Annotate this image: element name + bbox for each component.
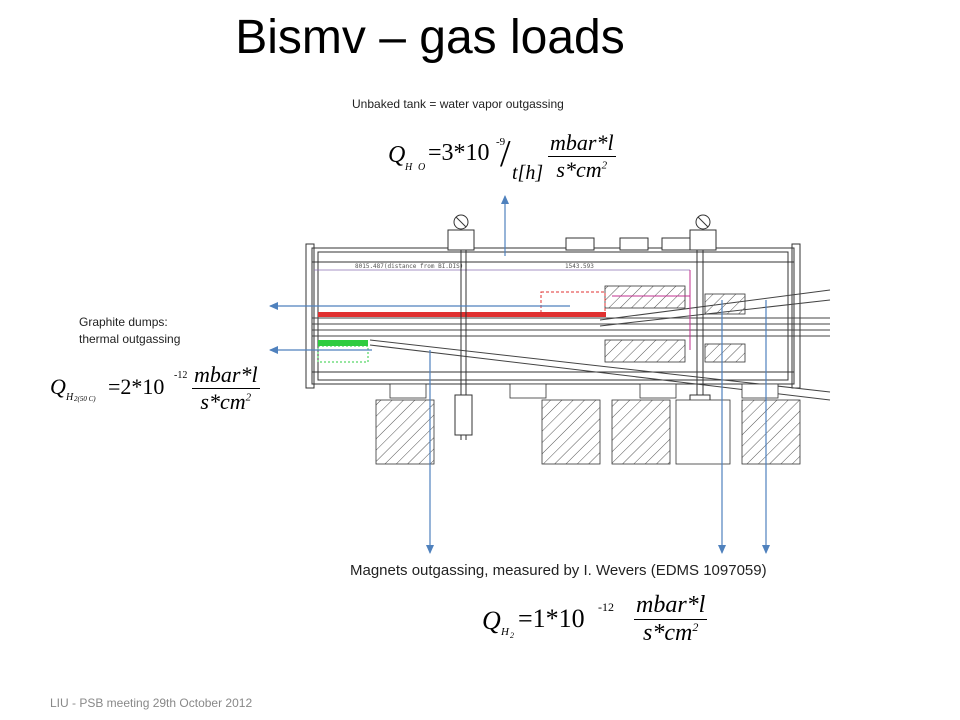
formula-sub-o: O	[418, 162, 426, 173]
formula-sub-h: H	[405, 162, 413, 173]
green-absorber	[318, 340, 368, 346]
graphite-caption: Graphite dumps: thermal outgassing	[79, 314, 180, 348]
green-absorber-box	[317, 345, 369, 363]
unbaked-tank-caption: Unbaked tank = water vapor outgassing	[352, 97, 564, 111]
water-outgassing-formula: Q H O =3*10 -9 / t[h] mbar*l s*cm2	[388, 130, 628, 195]
graphite-dump-bar	[318, 312, 606, 317]
formula-sub-index: 2	[510, 631, 514, 640]
top-ports	[447, 214, 717, 251]
formula-units: mbar*l s*cm2	[548, 130, 616, 183]
right-flange	[791, 243, 801, 389]
units-denominator: s*cm2	[556, 157, 608, 182]
graphite-outgassing-formula: Q H 2(50 C) =2*10 -12 mbar*l s*cm2	[50, 362, 260, 422]
units-denominator: s*cm2	[643, 620, 699, 646]
tank-vessel	[305, 243, 801, 389]
left-flange	[305, 243, 315, 389]
graphite-caption-line2: thermal outgassing	[79, 332, 181, 346]
dimension-label-2: 1543.593	[565, 263, 594, 270]
tank-feet	[389, 383, 779, 399]
graphite-dump-box	[540, 291, 606, 317]
formula-time: t[h]	[512, 162, 544, 184]
dimension-label-1: 8015.487(distance from BI.DIS)	[355, 263, 463, 270]
support-stands	[375, 399, 801, 465]
formula-exponent: -9	[496, 136, 506, 148]
magnets-outgassing-formula: Q H 2 =1*10 -12 mbar*l s*cm2	[482, 592, 732, 662]
units-numerator: mbar*l	[634, 592, 708, 620]
formula-slash: /	[500, 133, 511, 175]
slide-footer: LIU - PSB meeting 29th October 2012	[50, 696, 253, 710]
tank-outline	[311, 247, 795, 385]
formula-exponent: -12	[598, 600, 614, 614]
formula-coefficient: =1*10	[518, 604, 585, 633]
formula-sub-h: H	[66, 392, 74, 403]
units-numerator: mbar*l	[192, 362, 260, 389]
formula-sub-h: H	[501, 626, 509, 638]
magenta-markers	[612, 270, 691, 350]
formula-units: mbar*l s*cm2	[634, 592, 708, 647]
septum-magnets	[604, 285, 746, 363]
magnets-caption: Magnets outgassing, measured by I. Wever…	[350, 562, 767, 579]
formula-q: Q	[50, 374, 66, 399]
formula-q: Q	[388, 142, 406, 168]
callout-arrows	[269, 195, 770, 554]
formula-exponent: -12	[174, 370, 188, 381]
formula-coefficient: =3*10	[428, 140, 490, 166]
graphite-caption-line1: Graphite dumps:	[79, 315, 168, 329]
units-numerator: mbar*l	[548, 130, 616, 157]
slide-title: Bismv – gas loads	[235, 11, 625, 64]
formula-coefficient: =2*10	[108, 374, 165, 399]
formula-units: mbar*l s*cm2	[192, 362, 260, 415]
formula-sub-index: 2(50 C)	[74, 395, 96, 403]
formula-q: Q	[482, 606, 501, 635]
units-denominator: s*cm2	[200, 389, 252, 414]
